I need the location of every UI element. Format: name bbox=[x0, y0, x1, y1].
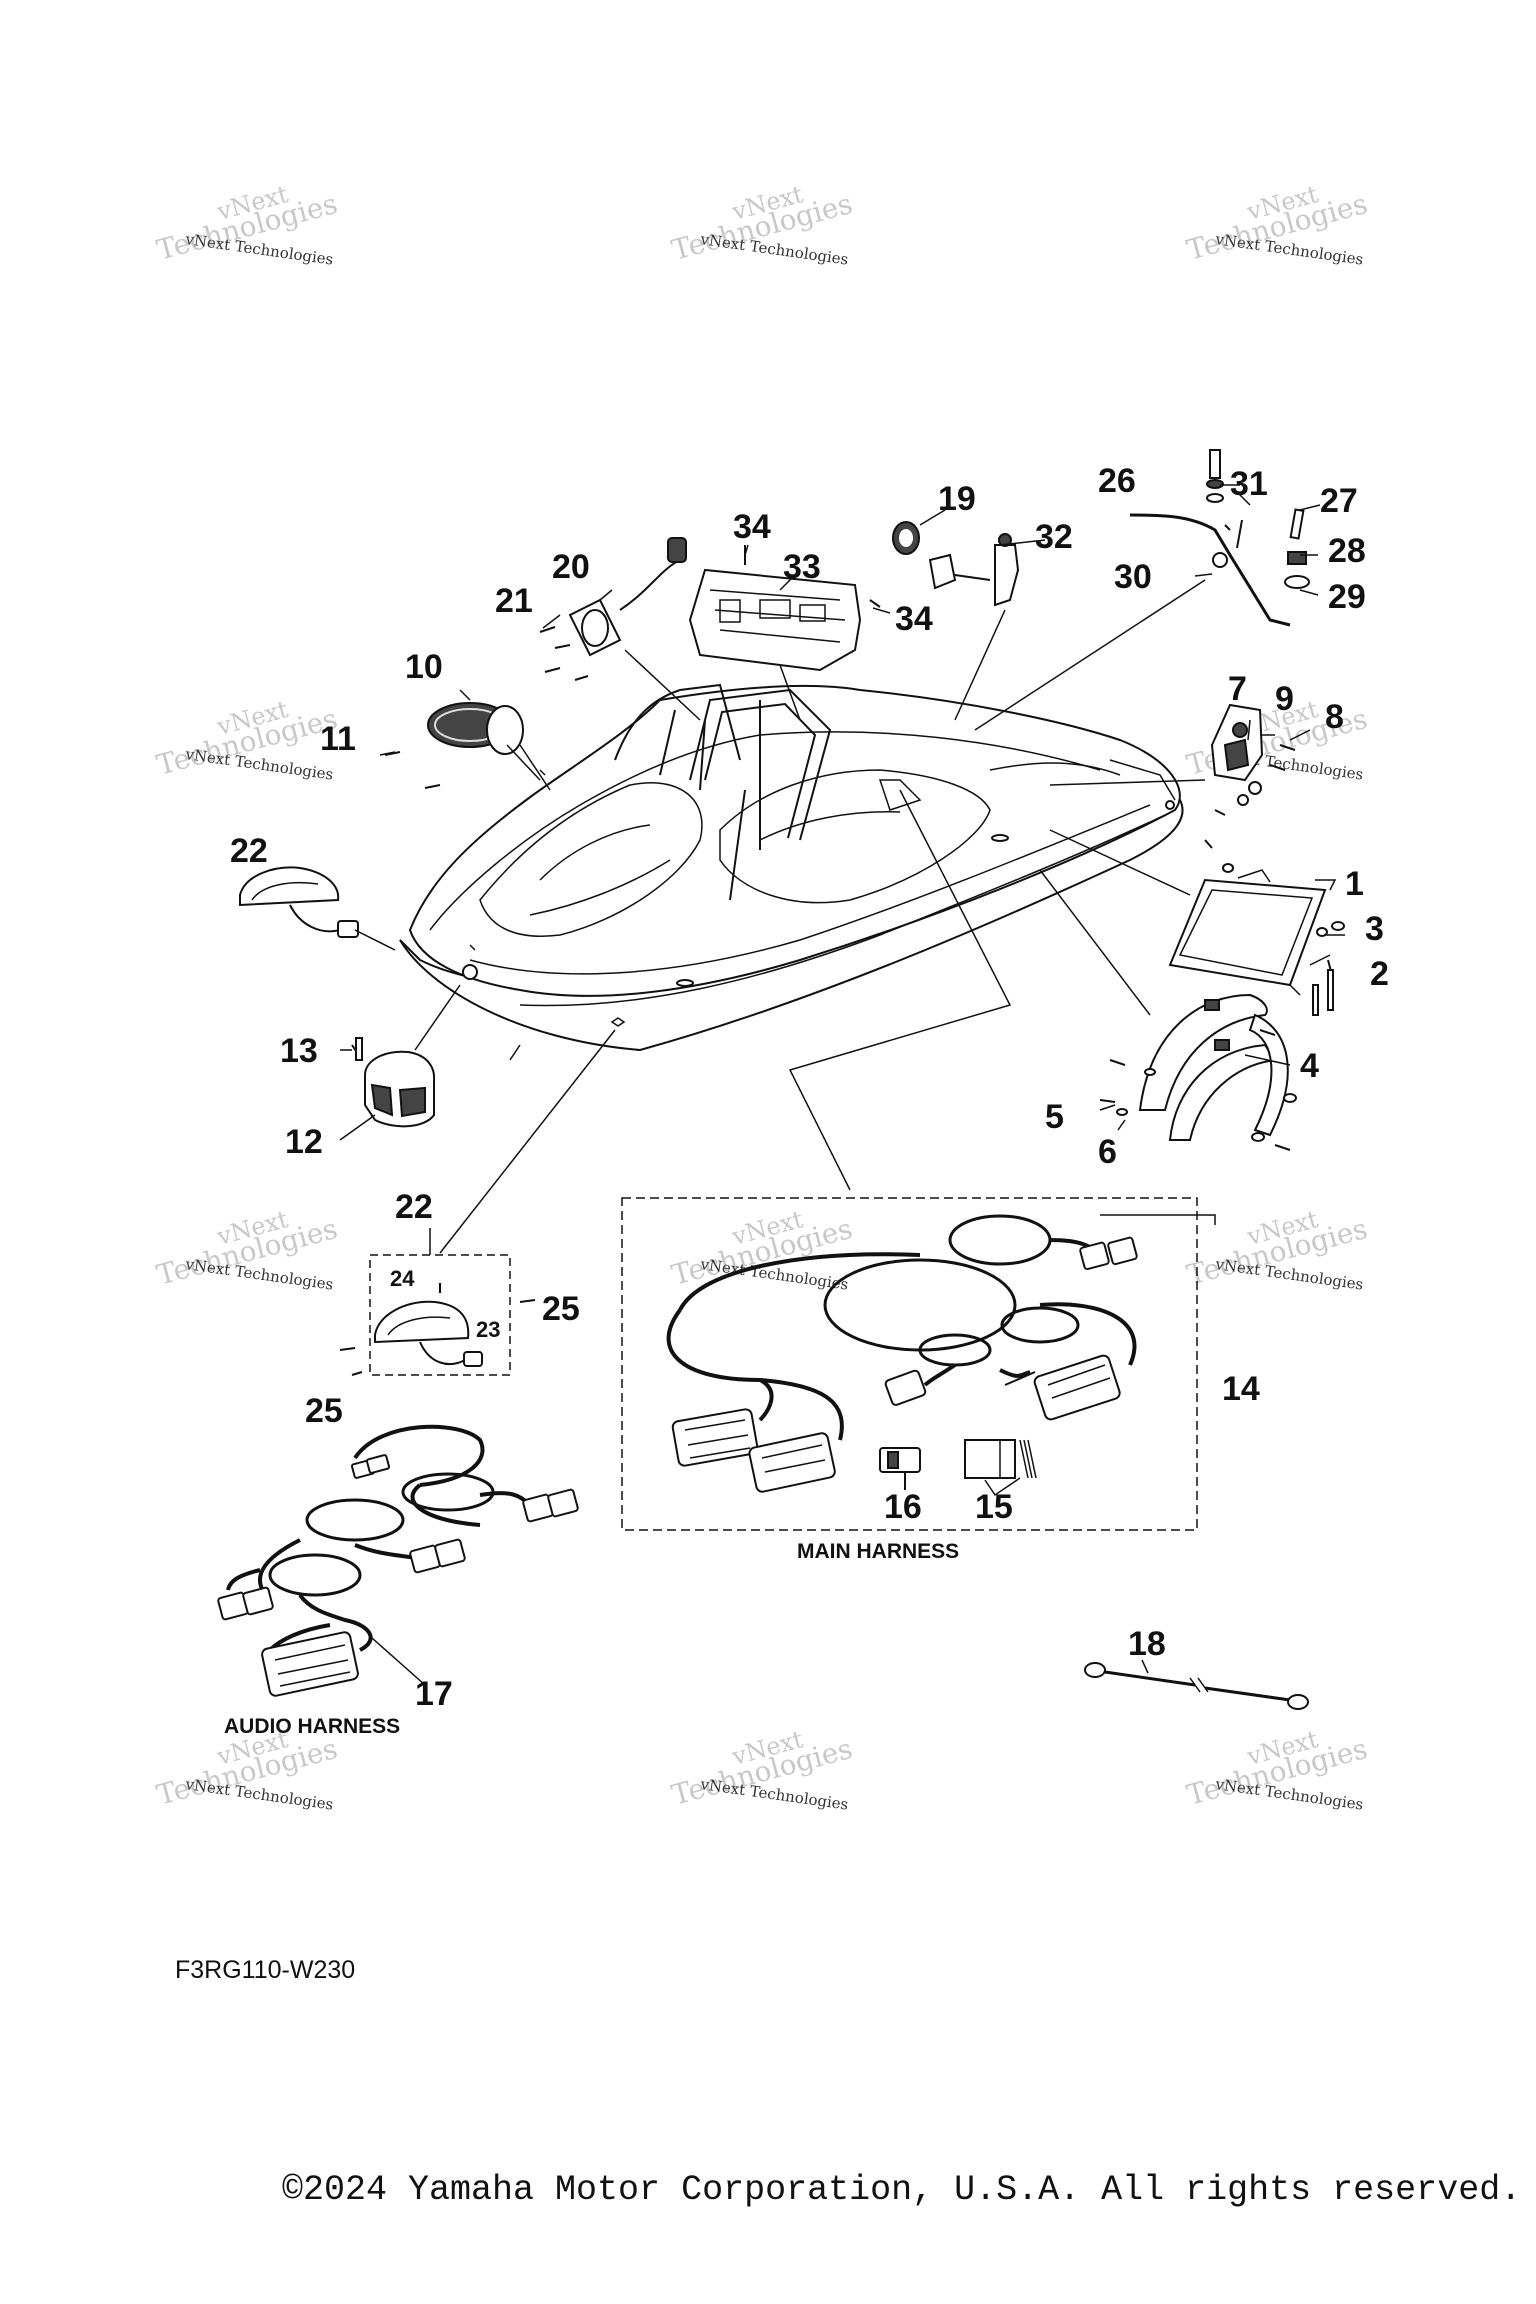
leader-1 bbox=[1049, 829, 1191, 896]
watermark-grid: vNext Technologies vNext Technologies vN… bbox=[153, 180, 1371, 1814]
connector-large bbox=[671, 1408, 759, 1467]
leader-7 bbox=[1049, 779, 1206, 786]
callout-31: 31 bbox=[1230, 465, 1268, 503]
watermark: vNext Technologies vNext Technologies bbox=[668, 1725, 856, 1814]
audio-harness-label: AUDIO HARNESS bbox=[224, 1715, 400, 1738]
callout-30: 30 bbox=[1114, 558, 1152, 596]
connector-pair bbox=[350, 1454, 391, 1479]
battery-cable-26 bbox=[1129, 449, 1291, 627]
callout-20: 20 bbox=[552, 548, 590, 586]
callout-7: 7 bbox=[1228, 670, 1247, 708]
watermark: vNext Technologies vNext Technologies bbox=[1183, 1205, 1371, 1294]
ecu-fasteners bbox=[1204, 839, 1345, 1016]
sensor-32 bbox=[892, 521, 1020, 607]
routing-lines bbox=[788, 789, 1012, 1191]
coupler-16 bbox=[879, 1447, 921, 1473]
watermark: vNext Technologies vNext Technologies bbox=[1183, 180, 1371, 269]
callout-23: 23 bbox=[476, 1317, 500, 1342]
connector-large bbox=[261, 1631, 359, 1697]
callout-14: 14 bbox=[1222, 1370, 1260, 1408]
callout-22b: 22 bbox=[395, 1188, 433, 1226]
callout-34b: 34 bbox=[895, 600, 933, 638]
callout-12: 12 bbox=[285, 1123, 323, 1161]
main-harness-box bbox=[621, 1197, 1198, 1531]
ground-cable-18 bbox=[1084, 1659, 1309, 1710]
callout-11: 11 bbox=[320, 720, 356, 758]
callout-13: 13 bbox=[280, 1032, 318, 1070]
leader-32 bbox=[954, 609, 1006, 721]
connector-pair bbox=[409, 1538, 466, 1574]
callout-25: 25 bbox=[542, 1290, 580, 1328]
bracket-4 bbox=[1099, 993, 1297, 1151]
boat-hull bbox=[399, 683, 1184, 1061]
leader-17 bbox=[371, 1637, 426, 1686]
callout-33: 33 bbox=[783, 548, 821, 586]
connector-pair bbox=[217, 1586, 274, 1621]
leader-4 bbox=[1039, 869, 1151, 1016]
light-22 bbox=[239, 866, 359, 938]
callout-26: 26 bbox=[1098, 462, 1136, 500]
leader-12 bbox=[414, 984, 461, 1051]
watermark: vNext Technologies vNext Technologies bbox=[153, 1725, 341, 1814]
callout-3: 3 bbox=[1365, 910, 1384, 948]
connector-small bbox=[884, 1369, 927, 1406]
connector-large bbox=[1033, 1354, 1121, 1421]
callout-28: 28 bbox=[1328, 532, 1366, 570]
callout-5: 5 bbox=[1045, 1098, 1064, 1136]
leader-10 bbox=[506, 744, 541, 781]
part-code: F3RG110-W230 bbox=[175, 1956, 355, 1984]
connector-pair bbox=[522, 1488, 579, 1523]
callout-29: 29 bbox=[1328, 578, 1366, 616]
callout-4: 4 bbox=[1300, 1047, 1319, 1085]
callout-19: 19 bbox=[938, 480, 976, 518]
callout-34: 34 bbox=[733, 508, 771, 546]
watermark: vNext Technologies vNext Technologies bbox=[668, 180, 856, 269]
callout-9: 9 bbox=[1275, 680, 1294, 718]
main-harness-label: MAIN HARNESS bbox=[797, 1540, 959, 1563]
leader-22 bbox=[354, 929, 396, 951]
screw-11 bbox=[384, 751, 441, 789]
callout-15: 15 bbox=[975, 1488, 1013, 1526]
bolt-27 bbox=[1284, 508, 1310, 589]
watermark: vNext Technologies vNext Technologies bbox=[668, 1205, 856, 1294]
ecu-1 bbox=[1168, 863, 1328, 996]
connector-large bbox=[748, 1432, 836, 1493]
speaker-base-20 bbox=[539, 537, 687, 681]
callout-8: 8 bbox=[1325, 698, 1344, 736]
leader-30 bbox=[974, 579, 1206, 731]
watermark: vNext Technologies vNext Technologies bbox=[153, 1205, 341, 1294]
callout-17: 17 bbox=[415, 1675, 453, 1713]
nav-light-12 bbox=[351, 1037, 436, 1128]
copyright-notice: ©2024 Yamaha Motor Corporation, U.S.A. A… bbox=[282, 2170, 1522, 2210]
callout-6: 6 bbox=[1098, 1133, 1117, 1171]
leader-22b bbox=[439, 1029, 616, 1254]
callout-27: 27 bbox=[1320, 482, 1358, 520]
leader-20 bbox=[624, 649, 701, 721]
leader-33 bbox=[779, 664, 801, 721]
callout-32: 32 bbox=[1035, 518, 1073, 556]
callout-18: 18 bbox=[1128, 1625, 1166, 1663]
callout-10: 10 bbox=[405, 648, 443, 686]
callout-21: 21 bbox=[495, 582, 533, 620]
callout-16: 16 bbox=[884, 1488, 922, 1526]
control-unit-33 bbox=[688, 545, 881, 672]
terminal-15 bbox=[964, 1439, 1037, 1479]
speaker-10 bbox=[427, 702, 551, 791]
callout-2: 2 bbox=[1370, 955, 1389, 993]
callout-24: 24 bbox=[390, 1266, 415, 1291]
callout-1: 1 bbox=[1345, 865, 1364, 903]
watermark: vNext Technologies vNext Technologies bbox=[1183, 1725, 1371, 1814]
watermark: vNext Technologies vNext Technologies bbox=[153, 695, 341, 784]
callout-leaders bbox=[339, 484, 1345, 1255]
callout-numbers: 1 2 3 4 5 6 7 8 9 10 11 12 13 14 15 16 1… bbox=[230, 462, 1389, 1713]
alt-light-22-box bbox=[339, 1254, 536, 1376]
connector-small bbox=[1079, 1236, 1138, 1271]
callout-22: 22 bbox=[230, 832, 268, 870]
audio-harness bbox=[217, 1424, 579, 1697]
callout-25b: 25 bbox=[305, 1392, 343, 1430]
watermark: vNext Technologies vNext Technologies bbox=[153, 180, 341, 269]
